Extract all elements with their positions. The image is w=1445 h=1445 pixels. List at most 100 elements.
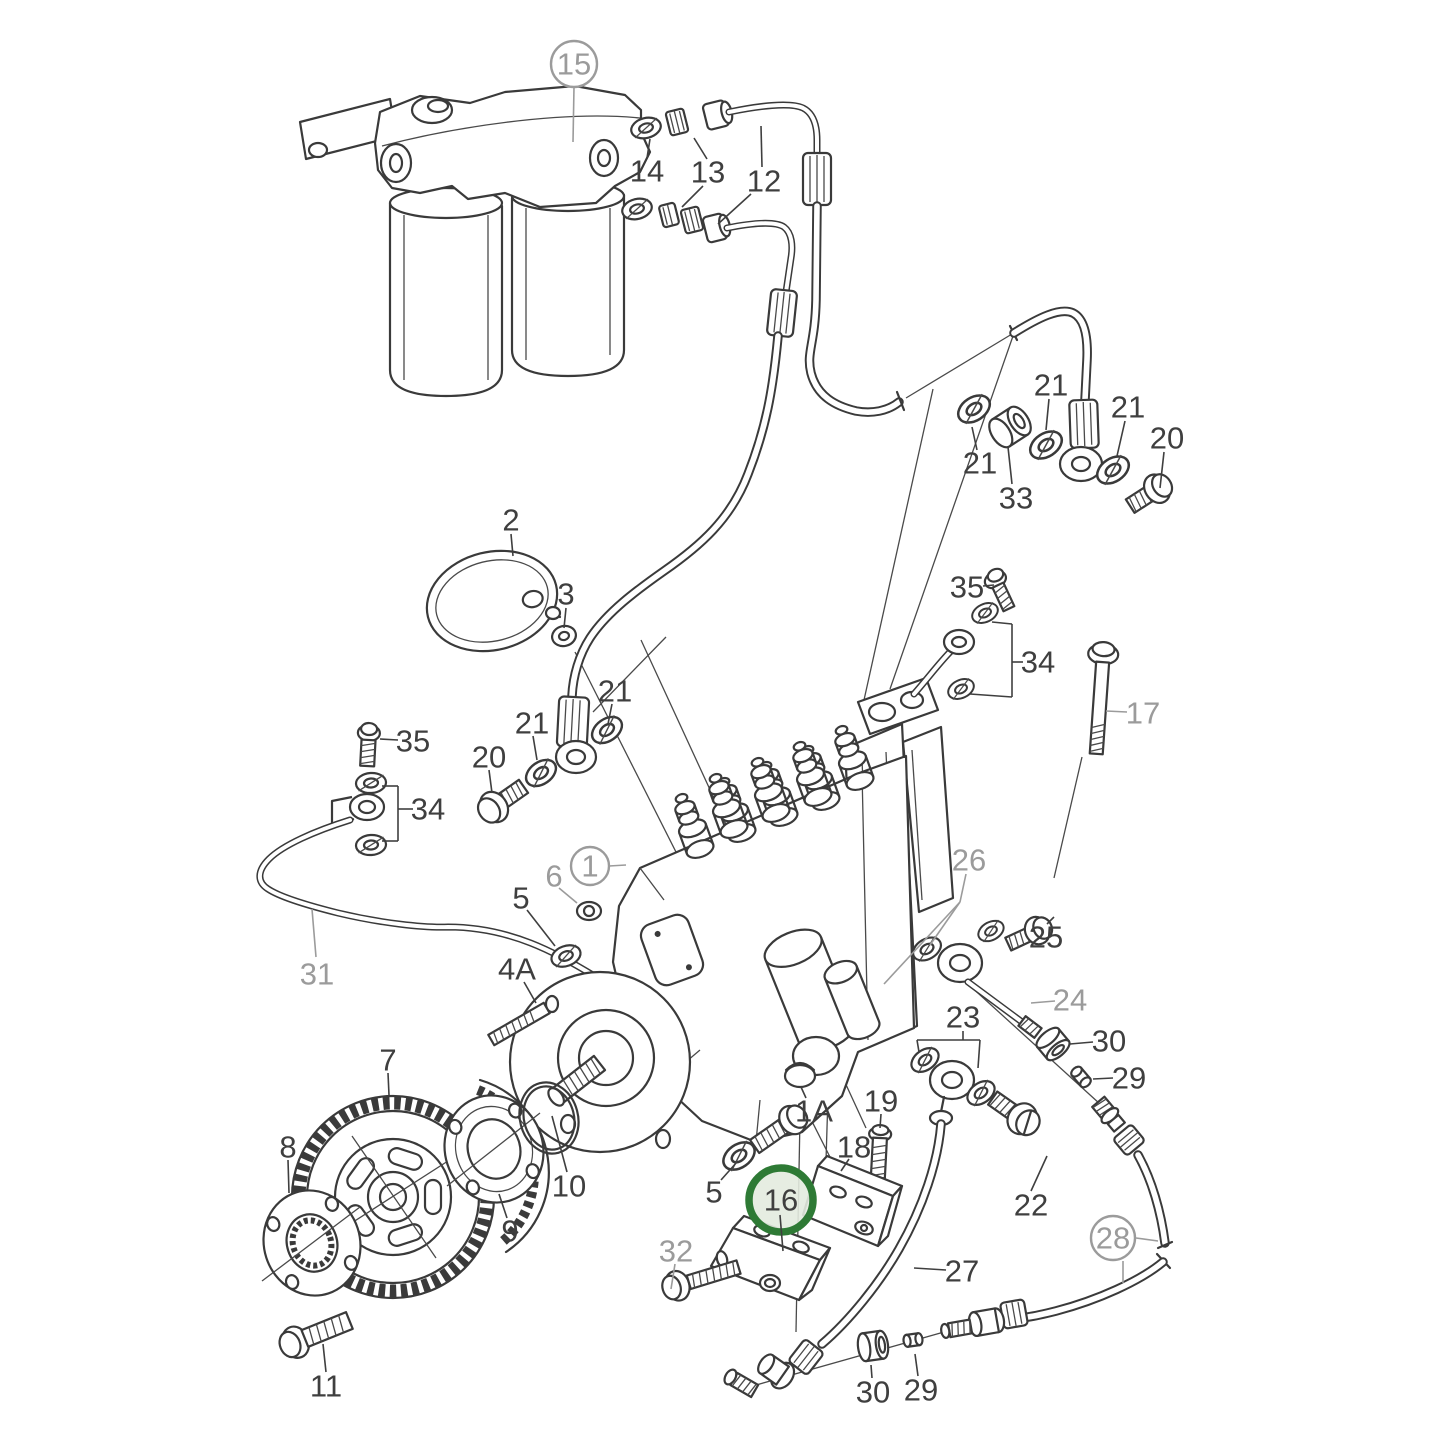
callout-part-21e: 21	[515, 706, 549, 761]
banjo-and-hose-27	[723, 1042, 1041, 1399]
callout-part-11: 11	[310, 1343, 342, 1404]
leader-line	[717, 193, 752, 225]
leader-line	[883, 901, 961, 985]
callout-part-12: 12	[717, 125, 781, 225]
callout-part-33: 33	[999, 446, 1033, 516]
part-number-label: 10	[552, 1169, 586, 1204]
callout-part-35L: 35	[379, 724, 430, 759]
part-number-label: 26	[952, 843, 986, 878]
leader-line	[322, 1343, 327, 1373]
leader-line	[311, 908, 317, 958]
leader-line	[913, 1267, 947, 1271]
callout-part-13: 13	[681, 137, 725, 208]
callout-part-34R: 34	[969, 621, 1055, 698]
callout-part-1: 1	[569, 845, 627, 887]
leader-line	[551, 1115, 568, 1173]
leader-line	[959, 873, 967, 903]
return-hose-banjo-assembly	[952, 306, 1174, 514]
part-number-label: 35	[396, 724, 430, 759]
callout-part-29b: 29	[904, 1353, 938, 1408]
leader-line	[498, 1193, 508, 1219]
part-number-label: 21	[515, 706, 549, 741]
bracket-blocks	[661, 1104, 904, 1302]
callout-part-34L: 34	[382, 785, 445, 842]
part-number-label: 27	[945, 1254, 979, 1289]
leader-line	[1030, 1155, 1048, 1192]
callout-part-30a: 30	[1069, 1024, 1126, 1059]
callout-part-20a: 20	[1150, 421, 1184, 489]
callout-part-21b: 21	[1034, 368, 1068, 431]
leader-line	[991, 621, 1013, 625]
leader-line	[681, 185, 704, 208]
leader-line	[510, 533, 514, 557]
leader-line	[1135, 1237, 1159, 1242]
part-number-label: 35	[950, 570, 984, 605]
callout-part-9: 9	[498, 1193, 519, 1249]
callout-part-18: 18	[837, 1130, 871, 1172]
callout-part-19: 19	[864, 1084, 898, 1129]
leader-line	[572, 86, 575, 143]
leader-line	[387, 1072, 390, 1096]
part-number-label: 21	[1111, 390, 1145, 425]
part-number-label: 30	[856, 1375, 890, 1410]
callout-part-16: 16	[745, 1164, 817, 1252]
callout-part-26: 26	[883, 843, 986, 985]
callout-part-1A: 1A	[795, 1086, 833, 1129]
part-number-label: 33	[999, 481, 1033, 516]
callout-part-35R: 35	[950, 570, 995, 605]
leader-line	[532, 735, 538, 761]
leader-line	[523, 981, 537, 1004]
part-number-label: 4A	[498, 952, 536, 987]
part-number-label: 9	[501, 1214, 518, 1249]
leader-line	[720, 1161, 738, 1181]
callout-part-23: 23	[916, 1000, 981, 1069]
left-banjo-and-pipe-31	[256, 721, 632, 1005]
callout-part-24: 24	[1030, 983, 1087, 1018]
part-number-label: 6	[545, 859, 562, 894]
callout-part-22: 22	[1014, 1155, 1048, 1223]
part-number-label: 11	[310, 1369, 342, 1404]
part-number-label: 31	[300, 957, 334, 992]
leader-line	[971, 426, 978, 451]
leader-line	[1046, 916, 1055, 925]
part-number-label: 34	[1021, 645, 1055, 680]
part-number-label: 12	[747, 164, 781, 199]
gear-assembly	[261, 1078, 580, 1359]
part-number-label: 32	[659, 1234, 693, 1269]
part-number-label: 7	[379, 1043, 396, 1078]
part-number-label: 1A	[795, 1094, 833, 1129]
callout-part-5a: 5	[512, 881, 556, 947]
leader-line	[1007, 446, 1013, 485]
part-number-label: 18	[837, 1130, 871, 1165]
leader-line	[800, 1086, 807, 1099]
part-number-label: 2	[502, 503, 519, 538]
part-number-label: 25	[1029, 920, 1063, 955]
callout-part-7: 7	[379, 1043, 397, 1096]
part-number-label: 16	[764, 1183, 798, 1218]
leader-line	[693, 137, 708, 160]
part-number-label: 34	[411, 792, 445, 827]
leader-line	[916, 1039, 920, 1053]
callout-part-20b: 20	[472, 740, 506, 794]
leader-line	[914, 1353, 919, 1377]
part-number-label: 19	[864, 1084, 898, 1119]
part-number-label: 8	[279, 1130, 296, 1165]
callout-part-27: 27	[913, 1254, 979, 1289]
callout-part-6: 6	[545, 859, 578, 904]
leader-line	[1030, 1000, 1056, 1004]
leader-line	[1069, 1041, 1094, 1045]
part-number-label: 3	[557, 577, 574, 612]
callout-circle	[1089, 1214, 1137, 1262]
part-number-label: 17	[1126, 696, 1160, 731]
bolt-17	[1087, 640, 1120, 756]
leader-line	[488, 769, 493, 794]
leader-line	[929, 901, 961, 946]
part-number-label: 20	[472, 740, 506, 775]
callout-part-25: 25	[1029, 916, 1063, 955]
part-number-label: 5	[512, 881, 529, 916]
leader-line	[607, 703, 613, 725]
leader-line	[608, 864, 627, 867]
leader-line	[969, 693, 1013, 698]
